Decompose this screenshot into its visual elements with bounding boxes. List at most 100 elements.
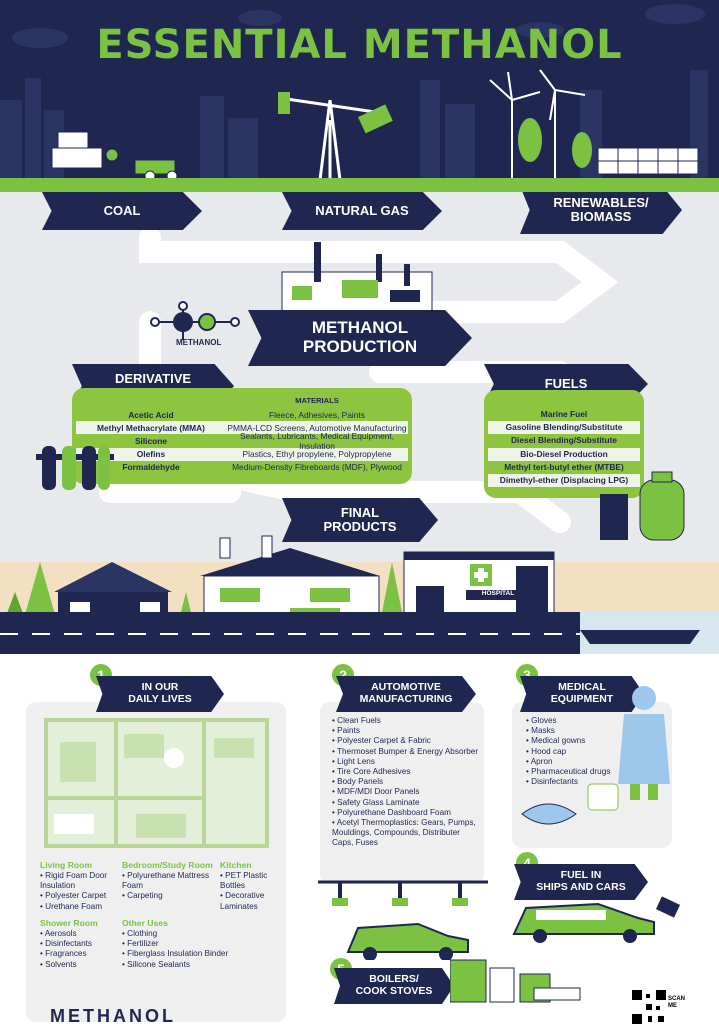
list-item: Polyurethane Dashboard Foam	[332, 808, 480, 818]
hospital-sign: HOSPITAL	[481, 590, 515, 597]
list-item: Pharmaceutical drugs	[526, 767, 626, 777]
skyline-illustration	[0, 4, 708, 182]
fuels-heading-label: FUELS	[544, 375, 588, 391]
source-natural-gas: NATURAL GAS	[282, 192, 442, 230]
kitchen-title: Kitchen	[220, 860, 252, 870]
fuel-item: Bio-Diesel Production	[488, 447, 640, 461]
methanol-molecule-icon	[150, 301, 240, 340]
test-tubes-icon	[36, 446, 114, 490]
page-title: ESSENTIAL METHANOL	[96, 22, 623, 68]
bedroom-list: Polyurethane Mattress FoamCarpeting	[122, 871, 218, 902]
list-item: Fragrances	[40, 949, 120, 959]
other-uses-group: Other Uses ClothingFertilizerFiberglass …	[122, 918, 272, 970]
living-room-title: Living Room	[40, 860, 93, 870]
road-markings	[0, 612, 719, 654]
list-item: Clean Fuels	[332, 716, 480, 726]
fuel-item: Dimethyl-ether (Displacing LPG)	[488, 473, 640, 488]
medical-heading-label: MEDICAL EQUIPMENT	[550, 681, 614, 705]
derivative-row: Acetic Acid Fleece, Adhesives, Paints	[76, 408, 408, 421]
boilers-heading: BOILERS/ COOK STOVES	[334, 968, 454, 1004]
list-item: Tire Core Adhesives	[332, 767, 480, 777]
other-uses-list: ClothingFertilizerFiberglass Insulation …	[122, 929, 272, 970]
list-item: Medical gowns	[526, 736, 626, 746]
medical-list: GlovesMasksMedical gownsHood capApronPha…	[526, 716, 626, 787]
materials-header: MATERIALS	[295, 396, 339, 405]
hero-banner: ESSENTIAL METHANOL	[0, 0, 719, 192]
automotive-list: Clean FuelsPaintsPolyester Carpet & Fabr…	[332, 716, 480, 849]
list-item: Solvents	[40, 960, 120, 970]
automotive-heading-label: AUTOMOTIVE MANUFACTURING	[359, 681, 453, 705]
list-item: Thermoset Bumper & Energy Absorber	[332, 747, 480, 757]
list-item: Polyester Carpet & Fabric	[332, 736, 480, 746]
list-item: Disinfectants	[40, 939, 120, 949]
list-item: Urethane Foam	[40, 902, 120, 912]
source-gas-label: NATURAL GAS	[315, 202, 409, 218]
chemical-name: Silicone	[134, 435, 168, 446]
chemical-materials: Fleece, Adhesives, Paints	[269, 409, 365, 420]
list-item: PET Plastic Bottles	[220, 871, 284, 891]
list-item: Fiberglass Insulation Binder	[122, 949, 272, 959]
list-item: Apron	[526, 757, 626, 767]
list-item: Polyurethane Mattress Foam	[122, 871, 218, 891]
list-item: Gloves	[526, 716, 626, 726]
shower-list: AerosolsDisinfectantsFragrancesSolvents	[40, 929, 120, 970]
list-item: Light Lens	[332, 757, 480, 767]
fuel-item: Diesel Blending/Substitute	[510, 435, 618, 446]
chemical-materials: PMMA-LCD Screens, Automotive Manufacturi…	[227, 422, 407, 433]
list-item: Hood cap	[526, 747, 626, 757]
chemical-name: Acetic Acid	[128, 409, 174, 420]
daily-lives-heading: IN OUR DAILY LIVES	[96, 676, 224, 712]
chemical-materials: Medium-Density Fibreboards (MDF), Plywoo…	[232, 462, 402, 473]
final-products-label: FINAL PRODUCTS	[323, 504, 397, 534]
source-coal-label: COAL	[103, 202, 141, 218]
list-item: Masks	[526, 726, 626, 736]
boilers-heading-label: BOILERS/ COOK STOVES	[355, 973, 433, 997]
fuel-item: Marine Fuel	[540, 409, 588, 419]
list-item: Silicone Sealants	[122, 960, 272, 970]
derivative-row: Methyl Methacrylate (MMA) PMMA-LCD Screen…	[76, 421, 408, 435]
car-refuel-icon	[512, 896, 681, 943]
boiler-stove-icon	[450, 959, 581, 1003]
final-products-banner: FINAL PRODUCTS	[282, 498, 438, 542]
list-item: Fertilizer	[122, 939, 272, 949]
source-renewables-label: RENEWABLES/ BIOMASS	[553, 194, 649, 224]
living-room-list: Rigid Foam Door InsulationPolyester Carp…	[40, 871, 120, 912]
list-item: MDF/MDI Door Panels	[332, 787, 480, 797]
list-item: Disinfectants	[526, 777, 626, 787]
gas-tank-icon	[600, 471, 685, 541]
medical-heading: MEDICAL EQUIPMENT	[520, 676, 644, 712]
factory-icon	[281, 242, 433, 318]
list-item: Polyester Carpet	[40, 891, 120, 901]
medical-worker-icon	[521, 686, 670, 825]
production-label: METHANOL PRODUCTION	[302, 318, 418, 356]
automotive-heading: AUTOMOTIVE MANUFACTURING	[336, 676, 476, 712]
footer-logo: METHANOL	[50, 1006, 176, 1024]
house-floorplan	[44, 718, 269, 848]
list-item: Acetyl Thermoplastics: Gears, Pumps, Mou…	[332, 818, 480, 849]
chemical-name: Formaldehyde	[122, 462, 180, 473]
fuel-ships-cars-heading-label: FUEL IN SHIPS AND CARS	[536, 869, 626, 893]
source-renewables: RENEWABLES/ BIOMASS	[520, 192, 682, 234]
list-item: Paints	[332, 726, 480, 736]
list-item: Decorative Laminates	[220, 891, 284, 911]
production-flow: COAL NATURAL GAS RENEWABLES/ BIOMASS MET…	[0, 192, 719, 654]
derivative-panel: MATERIALS Acetic Acid Fleece, Adhesives, …	[72, 388, 412, 484]
uses-section: 1 IN OUR DAILY LIVES Living Room Rigid F…	[0, 654, 719, 1024]
chemical-name: Methyl Methacrylate (MMA)	[97, 422, 205, 433]
qr-code-icon[interactable]	[632, 990, 666, 1024]
grass-strip	[0, 178, 719, 192]
road	[0, 612, 719, 654]
bedroom-group: Bedroom/Study Room Polyurethane Mattress…	[122, 860, 218, 902]
bedroom-title: Bedroom/Study Room	[122, 860, 213, 870]
kitchen-group: Kitchen PET Plastic BottlesDecorative La…	[220, 860, 284, 912]
fuel-item: Methyl tert-butyl ether (MTBE)	[504, 461, 624, 472]
fuel-ships-cars-heading: FUEL IN SHIPS AND CARS	[514, 864, 648, 900]
car-assembly-icon	[318, 880, 488, 960]
kitchen-list: PET Plastic BottlesDecorative Laminates	[220, 871, 284, 912]
chemical-materials: Plastics, Ethyl propylene, Polypropylene	[242, 449, 392, 460]
methanol-production-banner: METHANOL PRODUCTION	[248, 310, 472, 366]
shower-group: Shower Room AerosolsDisinfectantsFragran…	[40, 918, 120, 970]
